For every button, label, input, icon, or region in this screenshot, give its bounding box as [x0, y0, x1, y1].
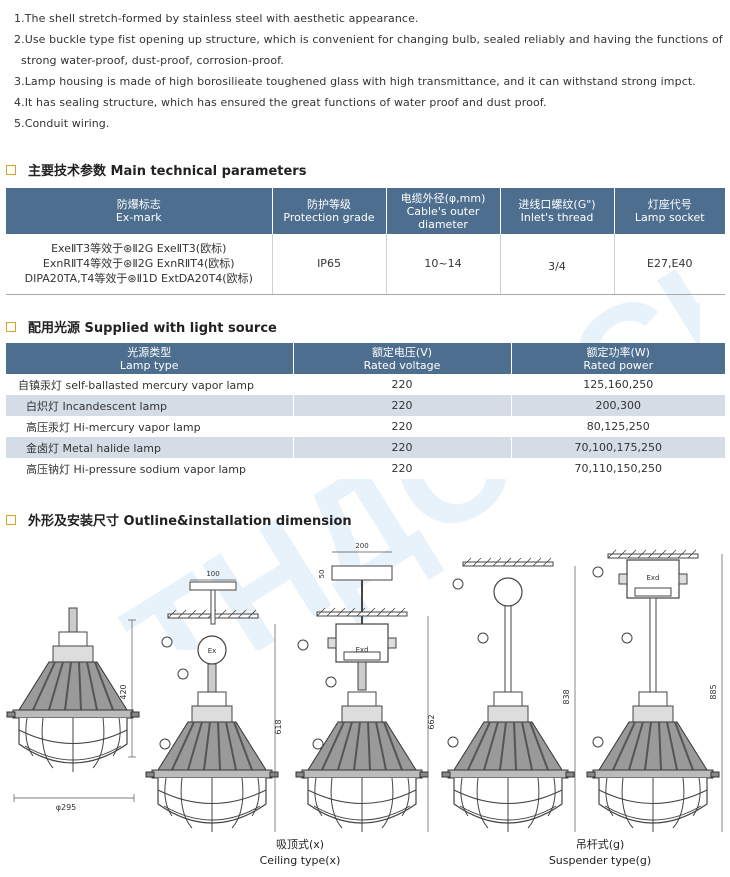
caption-en: Suspender type(g): [548, 854, 652, 867]
installation-drawings: 420 φ295 100 Ex 618 200 50 Exd 662: [6, 542, 723, 832]
lamp-front-view: 420 φ295: [6, 607, 140, 812]
lamp-ceiling-type-2: 200 50 Exd 662: [295, 542, 436, 832]
table-row: 自镇汞灯 self-ballasted mercury vapor lamp 2…: [6, 374, 725, 395]
table-row: 金卤灯 Metal halide lamp 220 70,100,175,250: [6, 437, 725, 458]
table-row: 高压汞灯 Hi-mercury vapor lamp 220 80,125,25…: [6, 416, 725, 437]
label-ex: Ex: [208, 647, 217, 655]
label-exd: Exd: [355, 646, 368, 654]
cell-socket: E27,E40: [613, 234, 725, 295]
dim-618: 618: [274, 719, 283, 734]
cell-protection: IP65: [271, 234, 386, 295]
cell-lamp-type: 自镇汞灯 self-ballasted mercury vapor lamp: [6, 374, 293, 395]
header-rated-power: 额定功率(W)Rated power: [510, 343, 725, 374]
header-thread: 进线口螺纹(G")Inlet's thread: [499, 188, 614, 234]
cell-exmark: ExeⅡT3等效于⊛Ⅱ2G ExeⅡT3(欧标) ExnRⅡT4等效于⊛Ⅱ2G …: [6, 234, 272, 295]
feature-item: 2.Use buckle type fist opening up struct…: [14, 33, 723, 46]
dim-100: 100: [206, 570, 219, 578]
cell-voltage: 220: [292, 395, 511, 416]
feature-item: strong water-proof, dust-proof, corrosio…: [21, 54, 284, 67]
caption-en: Ceiling type(x): [259, 854, 341, 867]
section-title-light-source: 配用光源 Supplied with light source: [6, 317, 277, 336]
lamp-suspender-type-1: 838: [441, 557, 576, 832]
section-heading: 主要技术参数 Main technical parameters: [28, 164, 307, 179]
lamp-ceiling-type-1: 100 Ex 618: [145, 570, 283, 832]
bullet-square-icon: [6, 164, 16, 175]
caption-cn: 吸顶式(x): [275, 838, 325, 851]
cell-power: 70,100,175,250: [510, 437, 725, 458]
bullet-square-icon: [6, 321, 16, 332]
dim-295: φ295: [56, 803, 77, 812]
lamp-suspender-type-2: Exd 885: [586, 549, 723, 832]
cell-voltage: 220: [292, 437, 511, 458]
caption-cn: 吊杆式(g): [575, 838, 625, 851]
caption-suspender-type: 吊杆式(g) Suspender type(g): [535, 837, 665, 869]
caption-ceiling-type: 吸顶式(x) Ceiling type(x): [245, 837, 355, 869]
feature-list: 1.The shell stretch-formed by stainless …: [14, 8, 726, 134]
cell-lamp-type: 高压钠灯 Hi-pressure sodium vapor lamp: [6, 458, 293, 479]
feature-item: 4.It has sealing structure, which has en…: [14, 96, 547, 109]
section-heading: 配用光源 Supplied with light source: [28, 321, 277, 336]
cell-power: 200,300: [510, 395, 725, 416]
dim-885: 885: [709, 684, 718, 699]
label-exd: Exd: [646, 574, 659, 582]
cell-power: 70,110,150,250: [510, 458, 725, 479]
section-heading: 外形及安装尺寸 Outline&installation dimension: [28, 514, 352, 529]
dim-662: 662: [427, 714, 436, 729]
cell-lamp-type: 高压汞灯 Hi-mercury vapor lamp: [6, 416, 293, 437]
header-rated-voltage: 额定电压(V)Rated voltage: [292, 343, 511, 374]
cell-cable: 10~14: [385, 234, 500, 295]
cell-lamp-type: 金卤灯 Metal halide lamp: [6, 437, 293, 458]
cell-lamp-type: 白炽灯 Incandescent lamp: [6, 395, 293, 416]
feature-item: 3.Lamp housing is made of high borosilie…: [14, 75, 696, 88]
bullet-square-icon: [6, 514, 16, 525]
section-title-outline: 外形及安装尺寸 Outline&installation dimension: [6, 510, 352, 529]
cell-voltage: 220: [292, 416, 511, 437]
dim-50: 50: [318, 570, 326, 579]
cell-voltage: 220: [292, 374, 511, 395]
dim-838: 838: [562, 689, 571, 704]
cell-voltage: 220: [292, 458, 511, 479]
table-row: 高压钠灯 Hi-pressure sodium vapor lamp 220 7…: [6, 458, 725, 479]
feature-item: 5.Conduit wiring.: [14, 117, 110, 130]
dim-420: 420: [119, 684, 128, 699]
cell-power: 80,125,250: [510, 416, 725, 437]
table-row: 白炽灯 Incandescent lamp 220 200,300: [6, 395, 725, 416]
feature-item: 1.The shell stretch-formed by stainless …: [14, 12, 419, 25]
table-row: ExeⅡT3等效于⊛Ⅱ2G ExeⅡT3(欧标) ExnRⅡT4等效于⊛Ⅱ2G …: [6, 234, 725, 295]
cell-power: 125,160,250: [510, 374, 725, 395]
cell-thread: 3/4: [499, 234, 614, 295]
dim-200: 200: [355, 542, 368, 550]
section-title-parameters: 主要技术参数 Main technical parameters: [6, 160, 306, 179]
